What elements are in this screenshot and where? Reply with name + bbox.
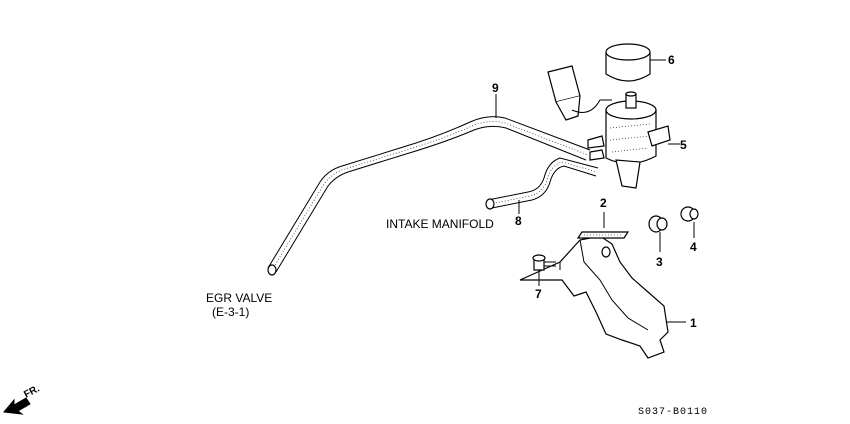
callout-5: 5 (680, 138, 687, 152)
solenoid-valve (587, 91, 671, 189)
callout-2: 2 (600, 196, 607, 210)
bracket (519, 235, 669, 359)
electrical-connector (547, 65, 612, 121)
front-direction-arrow-icon (3, 397, 31, 415)
flange-nut (680, 206, 699, 222)
front-label: FR. (22, 383, 42, 400)
intake-manifold-label: INTAKE MANIFOLD (386, 217, 494, 231)
rubber-strip (576, 231, 630, 239)
grommet (648, 215, 668, 233)
callout-7: 7 (535, 287, 542, 301)
leader-lines (495, 59, 695, 323)
hose-intake-manifold (485, 157, 599, 210)
callout-4: 4 (690, 240, 697, 254)
egr-valve-ref-label: (E-3-1) (212, 305, 249, 319)
callout-6: 6 (668, 53, 675, 67)
callout-8: 8 (515, 214, 522, 228)
bolt (532, 254, 556, 271)
cap (605, 43, 651, 82)
hose-egr (267, 116, 591, 276)
callout-3: 3 (656, 255, 663, 269)
egr-valve-label: EGR VALVE (206, 291, 272, 305)
callout-9: 9 (492, 81, 499, 95)
callout-1: 1 (690, 316, 697, 330)
diagram-code: S037-B0110 (638, 407, 708, 418)
